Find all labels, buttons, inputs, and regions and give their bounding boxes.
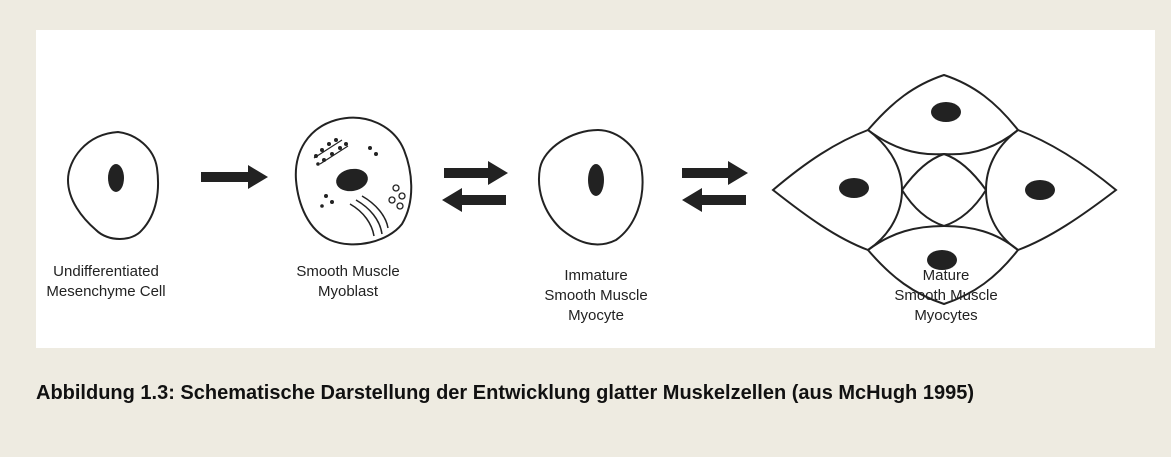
reversible-arrow-2 xyxy=(682,161,748,212)
label-line: Mesenchyme Cell xyxy=(36,282,176,302)
stage-label-mature-myocytes: Mature Smooth Muscle Myocytes xyxy=(882,266,1010,326)
mesenchyme-cell xyxy=(68,132,158,239)
label-line: Immature xyxy=(532,266,660,286)
stage-label-myoblast: Smooth Muscle Myoblast xyxy=(284,262,412,302)
myoblast-cell xyxy=(296,118,411,245)
reversible-arrow-1 xyxy=(442,161,508,212)
label-line: Myoblast xyxy=(284,282,412,302)
label-line: Myocytes xyxy=(882,306,1010,326)
figure-panel: Undifferentiated Mesenchyme Cell Smooth … xyxy=(36,30,1155,348)
stage-label-mesenchyme: Undifferentiated Mesenchyme Cell xyxy=(36,262,176,302)
forward-arrow xyxy=(201,165,268,189)
label-line: Smooth Muscle xyxy=(284,262,412,282)
immature-myocyte-cell xyxy=(539,130,643,244)
label-line: Myocyte xyxy=(532,306,660,326)
label-line: Undifferentiated xyxy=(36,262,176,282)
label-line: Mature xyxy=(882,266,1010,286)
figure-caption: Abbildung 1.3: Schematische Darstellung … xyxy=(36,381,1154,405)
label-line: Smooth Muscle xyxy=(532,286,660,306)
stage-label-immature-myocyte: Immature Smooth Muscle Myocyte xyxy=(532,266,660,326)
label-line: Smooth Muscle xyxy=(882,286,1010,306)
